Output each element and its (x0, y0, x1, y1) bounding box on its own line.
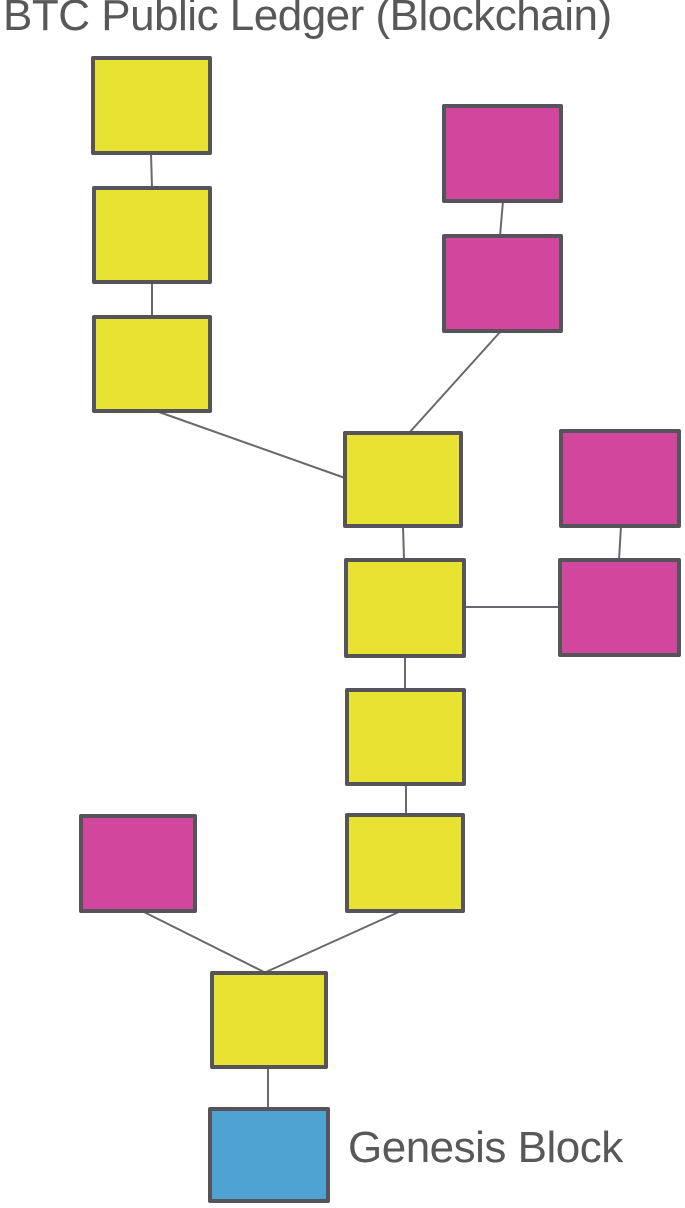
main-chain-block-main-mid-1 (343, 431, 463, 528)
main-chain-block-main-top-3 (92, 315, 212, 413)
fork-block-fork-left (79, 814, 197, 913)
main-chain-block-main-top-1 (91, 56, 212, 155)
fork-block-fork-upper-1 (442, 104, 563, 203)
connector-line-main-top-3-to-main-mid-1 (158, 411, 346, 479)
genesis-block-label: Genesis Block (348, 1123, 623, 1172)
connector-line-main-top-1-to-main-top-2 (150, 152, 153, 189)
fork-block-fork-upper-2 (442, 234, 563, 333)
genesis-block-genesis (208, 1107, 330, 1203)
connector-line-fork-upper-2-to-main-mid-1 (408, 330, 502, 434)
main-chain-block-main-mid-3 (345, 688, 466, 786)
connector-line-main-mid-1-to-main-mid-2 (402, 525, 405, 561)
connector-line-fork-right-1-to-fork-right-2 (618, 525, 622, 561)
connector-line-main-mid-4-to-main-bottom (265, 910, 402, 973)
main-chain-block-main-top-2 (92, 186, 212, 284)
connector-line-fork-upper-1-to-fork-upper-2 (499, 200, 504, 237)
main-chain-block-main-mid-2 (344, 558, 466, 658)
fork-block-fork-right-2 (558, 558, 681, 657)
main-chain-block-main-bottom (210, 971, 328, 1069)
fork-block-fork-right-1 (559, 429, 681, 528)
connector-line-fork-left-to-main-bottom (141, 910, 265, 973)
main-chain-block-main-mid-4 (345, 813, 465, 913)
diagram-title: BTC Public Ledger (Blockchain) (3, 0, 612, 40)
